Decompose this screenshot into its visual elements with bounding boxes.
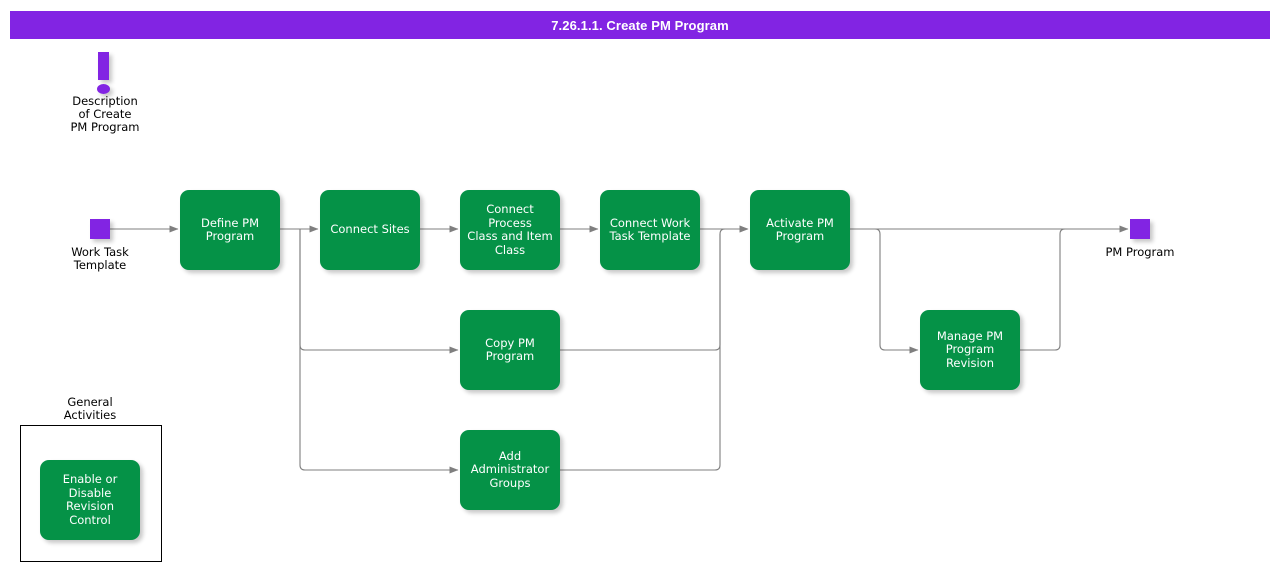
edge-activate-pm-program-to-manage-pm-revision (850, 228, 919, 354)
terminator-work-task-template-label: Work Task Template (71, 245, 129, 272)
exclamation-dot-icon (97, 84, 110, 94)
terminator-work-task-template[interactable] (90, 219, 110, 239)
node-manage-pm-program-revision[interactable]: Manage PM Program Revision (920, 310, 1020, 390)
general-activities-group (20, 425, 162, 562)
terminator-pm-program-label: PM Program (1105, 245, 1175, 259)
node-copy-pm-program[interactable]: Copy PM Program (460, 310, 560, 390)
exclamation-icon (98, 52, 109, 80)
node-activate-pm-program[interactable]: Activate PM Program (750, 190, 850, 270)
page-title-bar: 7.26.1.1. Create PM Program (10, 11, 1270, 39)
node-connect-process-class-and-item-class[interactable]: Connect Process Class and Item Class (460, 190, 560, 270)
node-enable-or-disable-revision-control[interactable]: Enable or Disable Revision Control (40, 460, 140, 540)
description-note-label: Description of Create PM Program (70, 94, 140, 134)
node-connect-work-task-template[interactable]: Connect Work Task Template (600, 190, 700, 270)
node-connect-sites[interactable]: Connect Sites (320, 190, 420, 270)
page-title: 7.26.1.1. Create PM Program (551, 17, 729, 33)
terminator-pm-program[interactable] (1130, 219, 1150, 239)
node-define-pm-program[interactable]: Define PM Program (180, 190, 280, 270)
general-activities-title: General Activities (63, 395, 117, 422)
node-add-administrator-groups[interactable]: Add Administrator Groups (460, 430, 560, 510)
